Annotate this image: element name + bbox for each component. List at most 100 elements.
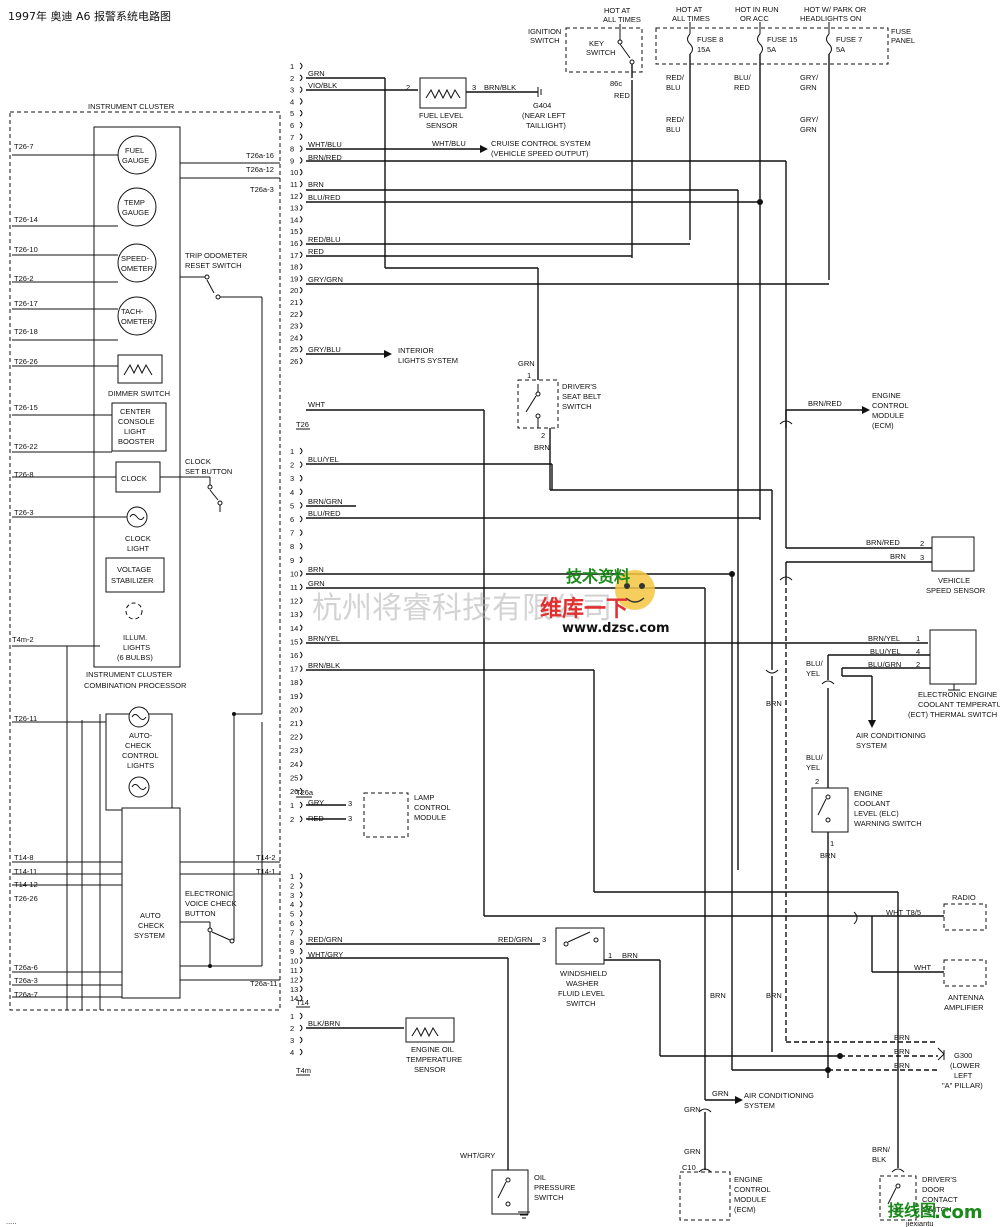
svg-text:(ECT) THERMAL SWITCH: (ECT) THERMAL SWITCH	[908, 710, 997, 719]
svg-text:jiexiantu: jiexiantu	[905, 1219, 934, 1227]
svg-text:BRN/YEL: BRN/YEL	[868, 634, 900, 643]
connector-t4m: T4m	[296, 1066, 311, 1075]
auto-check-bulb-1	[128, 706, 150, 728]
pin-terminal	[299, 251, 303, 259]
fuse-7: FUSE 7 5A	[826, 22, 862, 72]
svg-text:技术资料: 技术资料	[566, 567, 630, 586]
svg-text:ILLUM.: ILLUM.	[123, 633, 147, 642]
svg-text:T8/5: T8/5	[906, 908, 921, 917]
svg-text:T26a-3: T26a-3	[250, 185, 274, 194]
svg-text:BRN: BRN	[890, 552, 906, 561]
pin-terminal	[299, 815, 303, 823]
pin-number: 14	[290, 624, 298, 633]
svg-text:BRN/BLK: BRN/BLK	[308, 661, 340, 670]
svg-text:CRUISE CONTROL SYSTEM: CRUISE CONTROL SYSTEM	[491, 139, 591, 148]
svg-text:TACH-: TACH-	[121, 307, 144, 316]
pin-number: 8	[290, 145, 294, 154]
svg-text:FUSE 15: FUSE 15	[767, 35, 797, 44]
svg-text:AIR CONDITIONING: AIR CONDITIONING	[744, 1091, 814, 1100]
voice-check-button	[180, 714, 263, 968]
door-contact-switch	[879, 1175, 917, 1221]
pin-terminal	[299, 461, 303, 468]
svg-text:GRN: GRN	[308, 69, 325, 78]
washer-fluid-switch	[555, 927, 605, 965]
pin-terminal	[299, 345, 303, 353]
pin-number: 3	[290, 891, 294, 900]
watermark-bottom: 接线图 .com jiexiantu	[888, 1201, 983, 1227]
svg-text:1: 1	[830, 839, 834, 848]
svg-text:CHECK: CHECK	[125, 741, 151, 750]
svg-text:维库一下: 维库一下	[540, 596, 628, 622]
pin-terminal	[299, 502, 303, 509]
svg-text:WINDSHIELD: WINDSHIELD	[560, 969, 608, 978]
svg-text:"A" PILLAR): "A" PILLAR)	[942, 1081, 983, 1090]
pin-number: 22	[290, 310, 298, 319]
pin-terminal	[299, 62, 303, 70]
svg-text:FUEL: FUEL	[125, 146, 144, 155]
svg-text:BRN/GRN: BRN/GRN	[308, 497, 343, 506]
svg-text:GRN: GRN	[684, 1147, 701, 1156]
pin-terminal	[299, 515, 303, 523]
svg-text:PRESSURE: PRESSURE	[534, 1183, 575, 1192]
pin-terminal	[299, 474, 303, 482]
svg-text:SENSOR: SENSOR	[426, 121, 458, 130]
svg-text:DRIVER'S: DRIVER'S	[922, 1175, 957, 1184]
pin-number: 2	[290, 881, 294, 890]
svg-text:BUTTON: BUTTON	[185, 909, 216, 918]
svg-text:BRN/RED: BRN/RED	[866, 538, 900, 547]
svg-text:2: 2	[406, 83, 410, 92]
svg-text:GRY/: GRY/	[800, 115, 819, 124]
pin-terminal	[299, 263, 303, 270]
pin-terminal	[299, 665, 303, 672]
svg-text:OMETER: OMETER	[121, 264, 154, 273]
fuel-gauge: FUEL GAUGE	[117, 135, 157, 175]
svg-text:BRN: BRN	[308, 565, 324, 574]
svg-text:GRN: GRN	[712, 1089, 729, 1098]
svg-text:T26-18: T26-18	[14, 327, 38, 336]
pin-number: 18	[290, 678, 298, 687]
svg-text:(NEAR LEFT: (NEAR LEFT	[522, 111, 566, 120]
svg-text:DRIVER'S: DRIVER'S	[562, 382, 597, 391]
pin-terminal	[299, 133, 303, 141]
svg-text:T26-26: T26-26	[14, 357, 38, 366]
pin-terminal	[299, 570, 303, 577]
pin-terminal	[299, 286, 303, 294]
svg-text:GRN: GRN	[518, 359, 535, 368]
svg-text:WHT/BLU: WHT/BLU	[308, 140, 342, 149]
clock-light: CLOCK LIGHT	[125, 506, 151, 553]
pin-terminal	[299, 994, 303, 1002]
svg-text:CONTROL: CONTROL	[734, 1185, 771, 1194]
pin-number: 1	[290, 447, 294, 456]
svg-text:.com: .com	[934, 1202, 983, 1223]
svg-text:RED: RED	[308, 247, 324, 256]
svg-text:BRN: BRN	[766, 991, 782, 1000]
svg-text:FUEL LEVEL: FUEL LEVEL	[419, 111, 463, 120]
svg-text:BRN: BRN	[622, 951, 638, 960]
svg-text:(ECM): (ECM)	[872, 421, 894, 430]
svg-text:RED: RED	[308, 814, 324, 823]
pin-terminal	[299, 910, 303, 917]
svg-text:T4m-2: T4m-2	[12, 635, 34, 644]
pin-number: 20	[290, 286, 298, 295]
svg-text:T26a-6: T26a-6	[14, 963, 38, 972]
fuse-15: FUSE 15 5A	[757, 22, 797, 72]
svg-text:TRIP ODOMETER: TRIP ODOMETER	[185, 251, 248, 260]
lamp-control-module	[363, 792, 409, 838]
pin-terminal	[299, 1012, 303, 1020]
svg-text:HOT AT: HOT AT	[676, 5, 703, 14]
tachometer: TACH- OMETER	[117, 296, 157, 336]
svg-text:BLU: BLU	[666, 125, 681, 134]
svg-text:BRN: BRN	[710, 991, 726, 1000]
svg-text:SYSTEM: SYSTEM	[856, 741, 887, 750]
svg-text:T26-2: T26-2	[14, 274, 34, 283]
svg-text:T14-11: T14-11	[14, 867, 37, 876]
svg-text:T26a-3: T26a-3	[14, 976, 38, 985]
svg-text:DIMMER SWITCH: DIMMER SWITCH	[108, 389, 170, 398]
svg-text:CONTROL: CONTROL	[872, 401, 909, 410]
pin-terminal	[299, 801, 303, 809]
svg-text:SYSTEM: SYSTEM	[744, 1101, 775, 1110]
svg-text:BRN: BRN	[894, 1061, 910, 1070]
pin-terminal	[299, 891, 303, 899]
pin-number: 2	[290, 1024, 294, 1033]
ect-thermal-switch	[929, 629, 977, 685]
